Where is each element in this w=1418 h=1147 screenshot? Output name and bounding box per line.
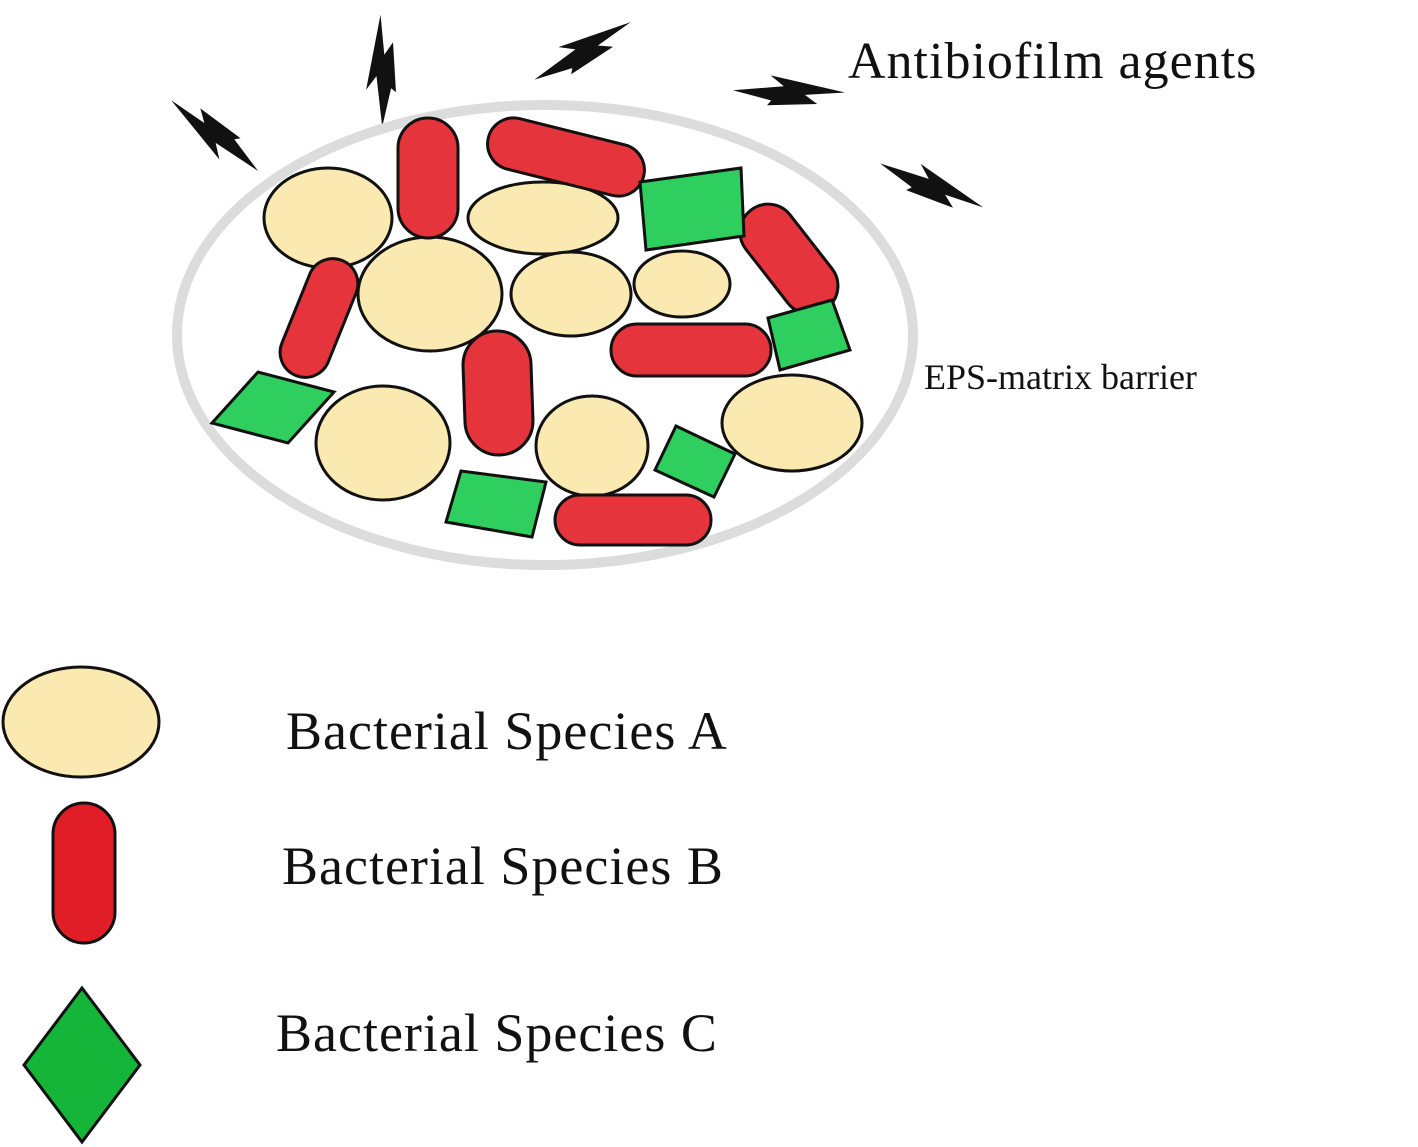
species-c-cell [209, 370, 337, 445]
species-b-cell [486, 116, 646, 198]
species-c-cell [652, 424, 738, 499]
eps-matrix-barrier [172, 100, 918, 570]
species-a-cell [509, 250, 633, 338]
biofilm-cells [209, 116, 864, 547]
species-a-cell [632, 249, 732, 319]
lightning-bolt-icon [331, 14, 432, 127]
legend-species-b-label: Bacterial Species B [282, 836, 724, 896]
species-a-cell [534, 394, 650, 498]
species-b-cell [553, 493, 713, 547]
lightning-bolt-icon [732, 42, 846, 141]
lightning-bolt-icon [163, 100, 267, 172]
species-c-cell [444, 469, 548, 539]
legend-species-a-label: Bacterial Species A [286, 701, 728, 761]
species-c-cell [766, 298, 852, 372]
species-a-cell [314, 384, 452, 502]
lightning-bolt-icon [880, 150, 984, 221]
legend-species-c-label: Bacterial Species C [276, 1003, 718, 1063]
species-c-cell [638, 166, 746, 252]
legend-symbols [1, 665, 161, 1145]
antibiofilm-agents-label: Antibiofilm agents [848, 33, 1258, 90]
legend-species-a-symbol [1, 665, 161, 779]
species-a-cell [720, 373, 864, 473]
legend-species-b-symbol [51, 801, 117, 945]
species-a-cell [466, 180, 620, 256]
species-b-cell [396, 116, 460, 240]
eps-matrix-label: EPS-matrix barrier [924, 357, 1197, 397]
lightning-bolt-icon [534, 0, 631, 107]
species-a-cell [262, 166, 394, 270]
species-b-cell [461, 329, 535, 457]
legend-species-c-symbol [22, 985, 142, 1145]
species-b-cell [278, 257, 360, 379]
species-b-cell [609, 322, 773, 378]
